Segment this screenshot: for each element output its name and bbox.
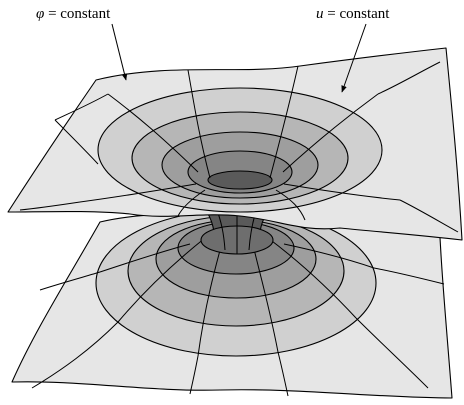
phi-symbol: φ [36, 6, 44, 22]
phi-arrow [112, 24, 126, 80]
u-symbol: u [316, 6, 324, 22]
u-text: = constant [324, 6, 391, 22]
upper-sheet [8, 48, 462, 240]
phi-text: = constant [44, 6, 111, 22]
upper-ring-5 [208, 171, 272, 189]
phi-constant-label: φ = constant [36, 6, 111, 22]
u-constant-label: u = constant [316, 6, 390, 22]
phi-label-group: φ = constant [36, 6, 126, 80]
